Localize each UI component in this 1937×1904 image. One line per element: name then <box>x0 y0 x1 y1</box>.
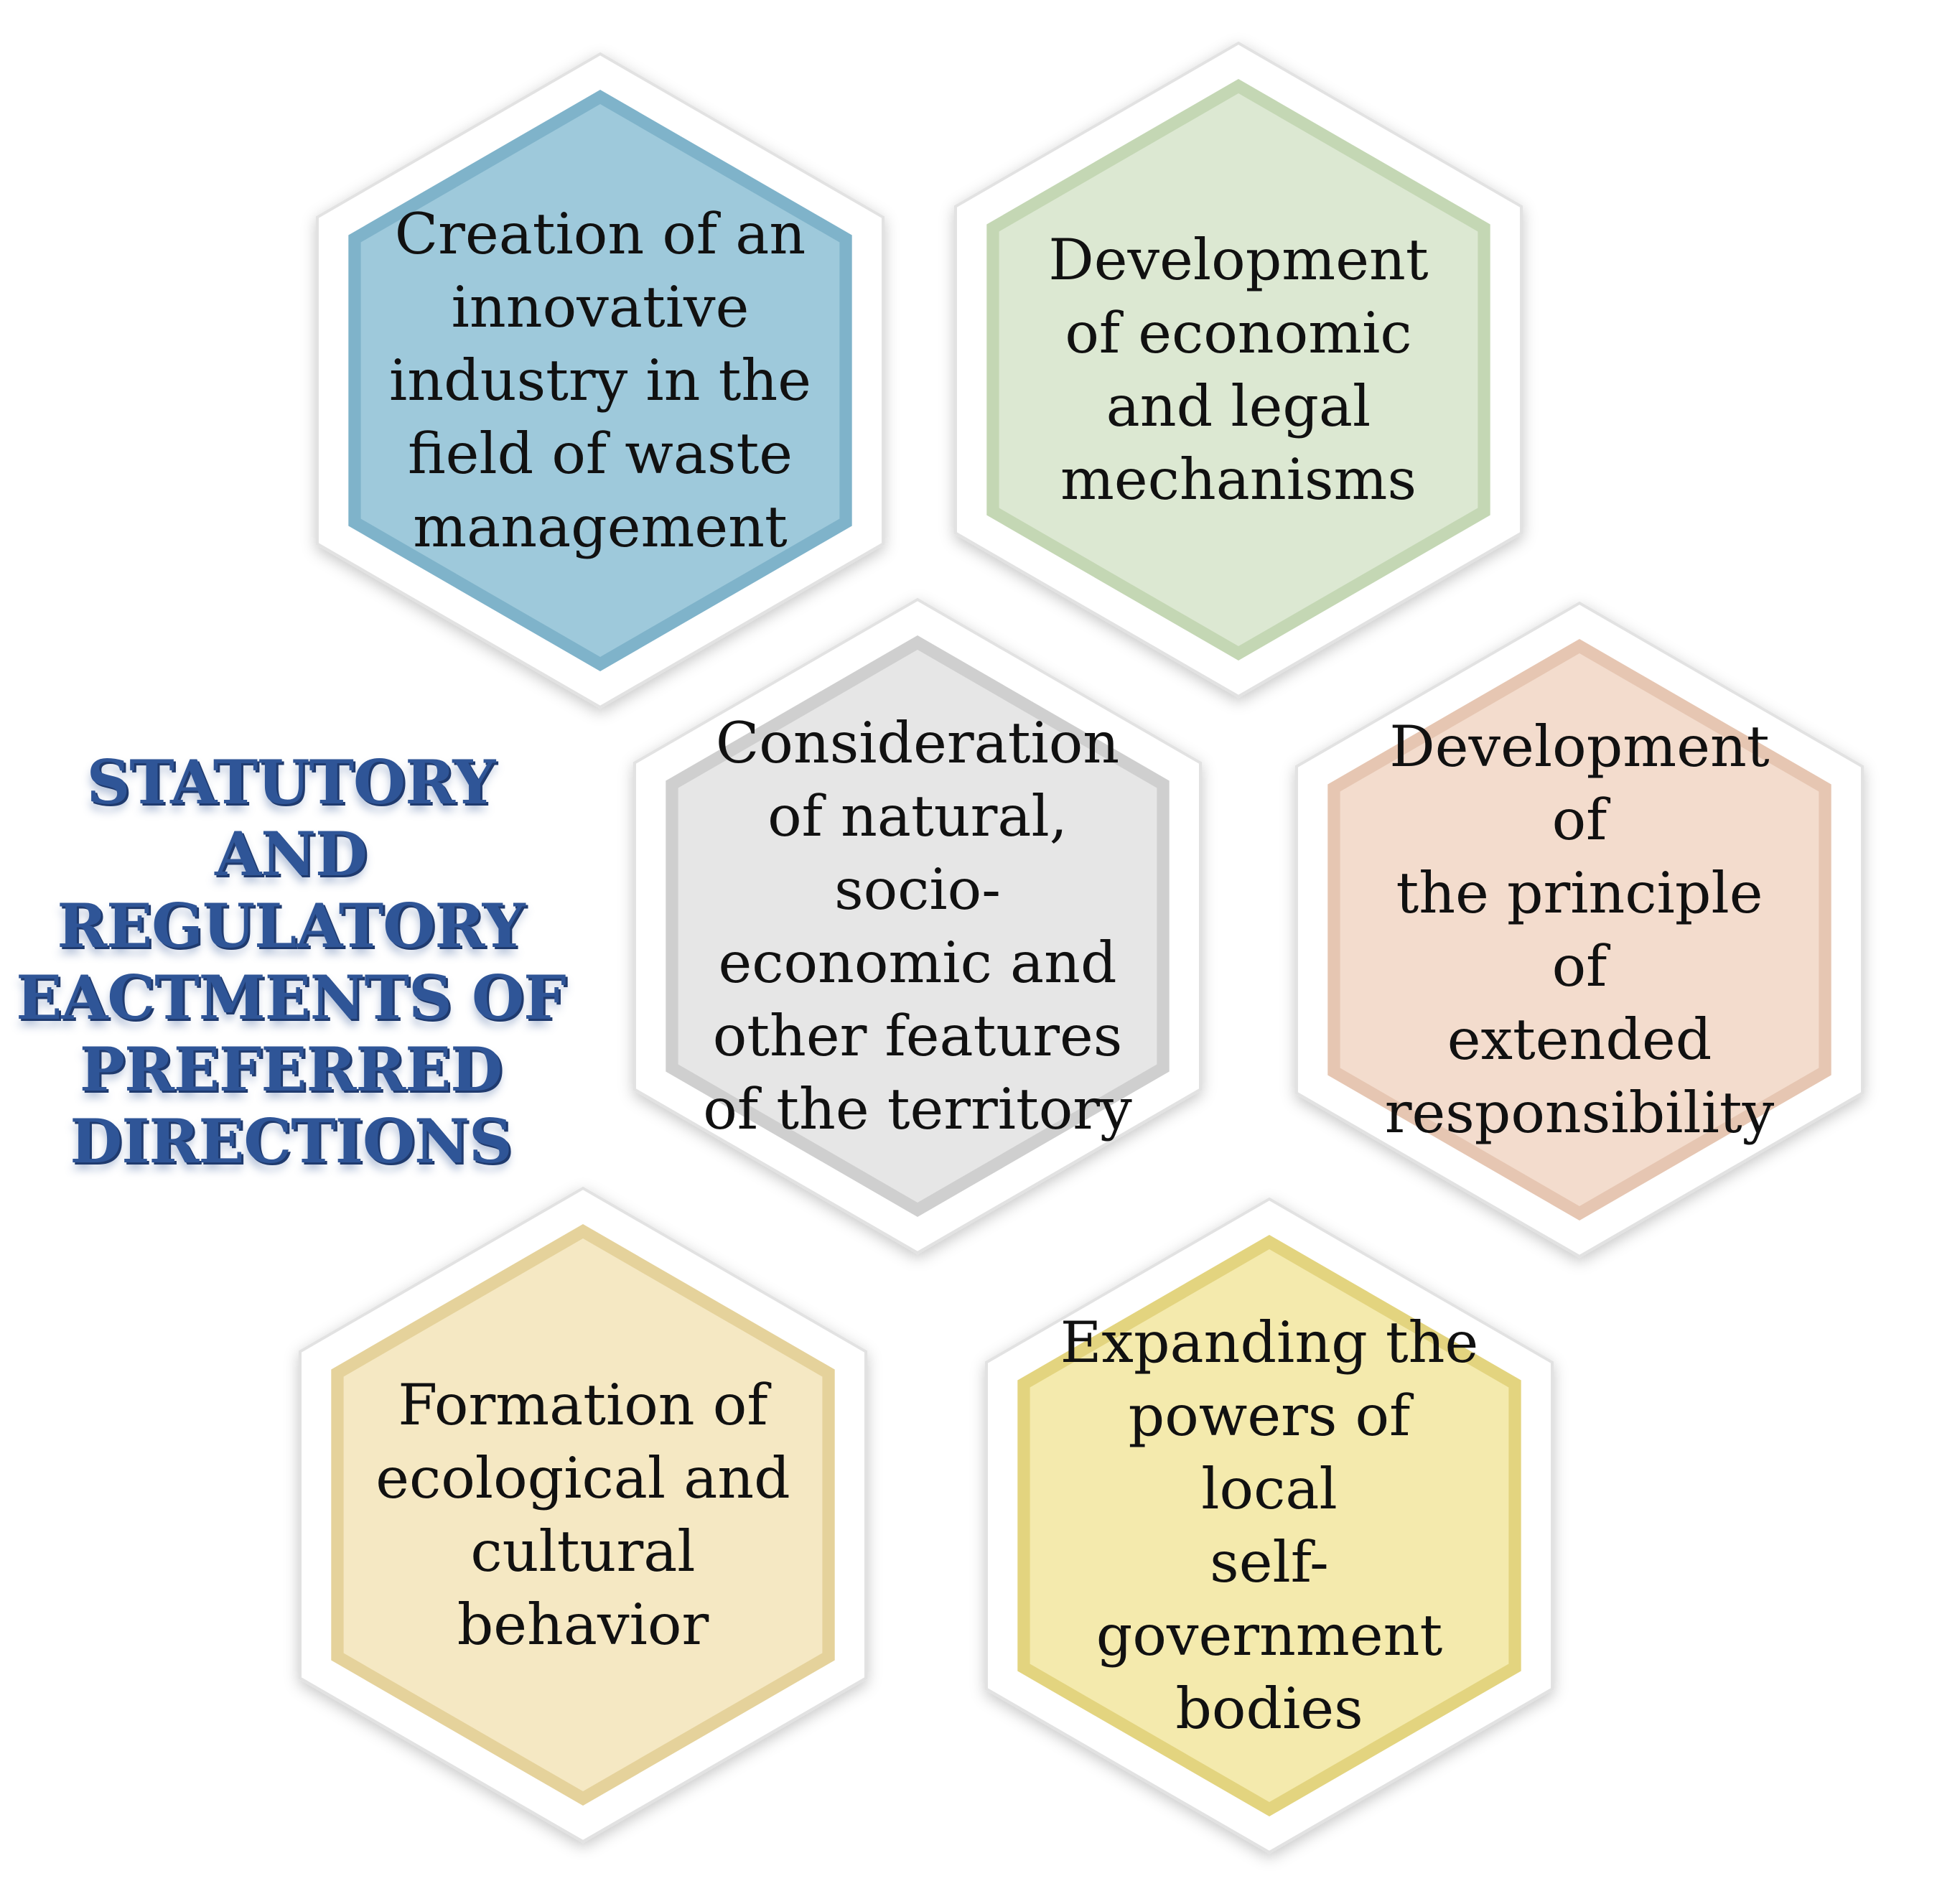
hexagon-label-economic-legal: Development of economic and legal mechan… <box>1048 227 1429 513</box>
hexagon-economic-legal <box>954 41 1523 699</box>
hexagon-label-extended-responsibility: Development of the principle of extended… <box>1384 714 1775 1146</box>
hexagon-fill <box>999 93 1478 646</box>
hexagon-local-self-government <box>985 1197 1554 1854</box>
hexagon-fill <box>360 104 840 657</box>
hexagon-label-ecological-culture: Formation of ecological and cultural beh… <box>375 1372 790 1658</box>
hexagon-innovative-industry <box>316 52 885 709</box>
hexagon-fill <box>343 1238 823 1791</box>
hexagon-fill <box>1340 653 1819 1206</box>
hexagon-fill <box>678 650 1157 1203</box>
diagram-title: STATUTORY AND REGULATORY EACTMENTS OF PR… <box>16 747 566 1177</box>
hexagon-label-innovative-industry: Creation of an innovative industry in th… <box>388 201 812 560</box>
hexagon-label-local-self-government: Expanding the powers of local self- gove… <box>1060 1310 1479 1742</box>
hexagon-label-territory-features: Consideration of natural, socio- economi… <box>703 710 1132 1142</box>
hexagon-territory-features <box>633 597 1202 1255</box>
hexagon-ecological-culture <box>299 1186 867 1844</box>
hexagon-extended-responsibility <box>1295 601 1864 1259</box>
hexagon-fill <box>1030 1249 1509 1802</box>
